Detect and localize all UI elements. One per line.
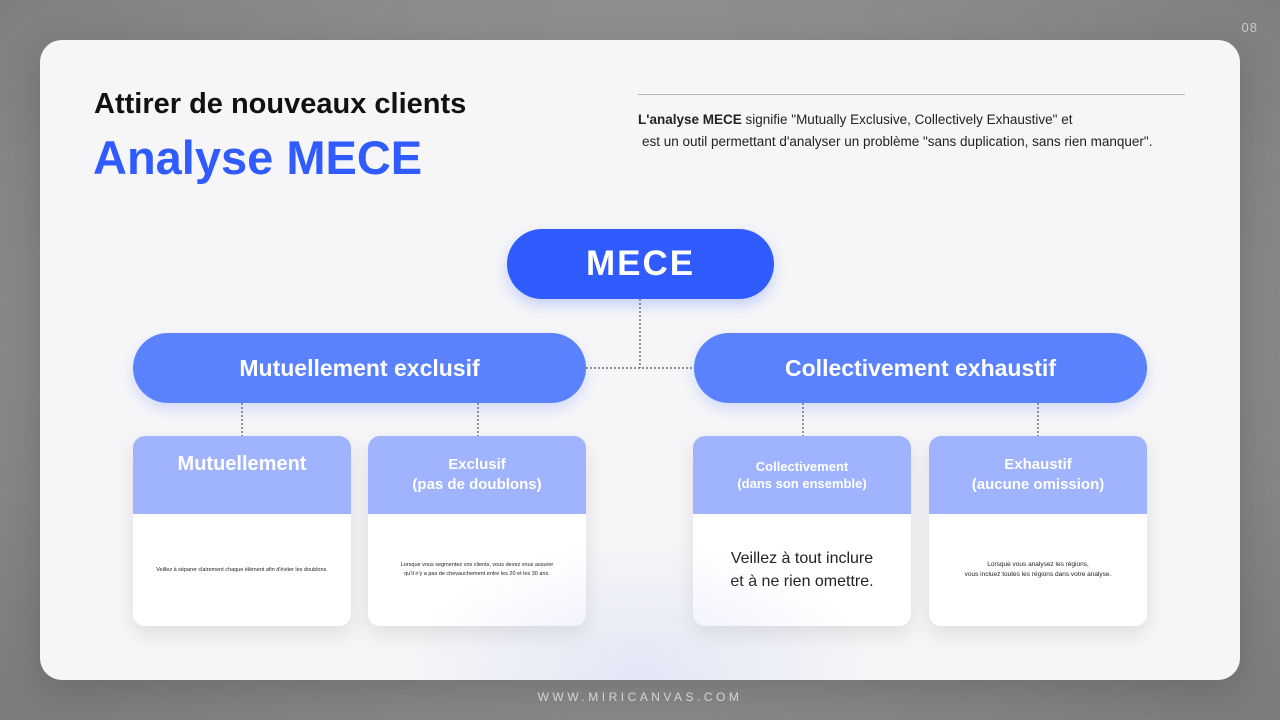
leaf-card-exhaustif: Exhaustif (aucune omission) Lorsque vous… xyxy=(929,436,1147,626)
description-line-2: est un outil permettant d'analyser un pr… xyxy=(642,134,1153,149)
branch-mutually-exclusive: Mutuellement exclusif xyxy=(133,333,586,403)
slide-card: Attirer de nouveaux clients Analyse MECE… xyxy=(40,40,1240,680)
description-line-1: L'analyse MECE signifie "Mutually Exclus… xyxy=(638,109,1198,131)
branch-collectively-exhaustive: Collectivement exhaustif xyxy=(694,333,1147,403)
description-line-1-rest: signifie "Mutually Exclusive, Collective… xyxy=(741,112,1073,127)
leaf-subtitle: (pas de doublons) xyxy=(412,476,542,493)
slide-title: Analyse MECE xyxy=(93,131,423,184)
footer-website: WWW.MIRICANVAS.COM xyxy=(537,690,743,704)
leaf-header: Exclusif (pas de doublons) xyxy=(368,436,586,514)
leaf-body: Veillez à tout inclure et à ne rien omet… xyxy=(693,514,911,626)
leaf-header: Mutuellement xyxy=(133,436,351,514)
leaf-body-line: vous incluez toutes les régions dans vot… xyxy=(964,571,1112,578)
mece-root-node: MECE xyxy=(507,229,774,299)
slide-subtitle: Attirer de nouveaux clients xyxy=(94,88,467,120)
leaf-body: Lorsque vous segmentez vos clients, vous… xyxy=(368,514,586,626)
leaf-body: Veillez à séparer clairement chaque élém… xyxy=(133,514,351,626)
page-number: 08 xyxy=(1241,20,1258,35)
description-divider xyxy=(638,94,1185,95)
leaf-title: Mutuellement xyxy=(177,453,307,475)
leaf-card-exclusif: Exclusif (pas de doublons) Lorsque vous … xyxy=(368,436,586,626)
leaf-header: Collectivement (dans son ensemble) xyxy=(693,436,911,514)
leaf-body-line: Lorsque vous segmentez vos clients, vous… xyxy=(400,562,554,568)
leaf-title: Collectivement xyxy=(755,459,849,474)
description-bold: L'analyse MECE xyxy=(638,112,742,127)
leaf-subtitle: (dans son ensemble) xyxy=(737,476,867,491)
leaf-header: Exhaustif (aucune omission) xyxy=(929,436,1147,514)
leaf-subtitle: (aucune omission) xyxy=(971,476,1105,493)
leaf-body: Lorsque vous analysez les régions, vous … xyxy=(929,514,1147,626)
leaf-card-collectivement: Collectivement (dans son ensemble) Veill… xyxy=(693,436,911,626)
leaf-body-line: Veillez à séparer clairement chaque élém… xyxy=(156,566,328,573)
leaf-body-line: Veillez à tout inclure xyxy=(730,550,874,567)
leaf-title: Exhaustif xyxy=(1004,456,1072,473)
leaf-card-mutuellement: Mutuellement Veillez à séparer clairemen… xyxy=(133,436,351,626)
leaf-title: Exclusif xyxy=(448,456,506,473)
leaf-body-line: Lorsque vous analysez les régions, xyxy=(987,561,1089,568)
leaf-body-line: qu'il n'y a pas de chevauchement entre l… xyxy=(404,571,550,577)
description-text: L'analyse MECE signifie "Mutually Exclus… xyxy=(638,109,1198,153)
leaf-body-line: et à ne rien omettre. xyxy=(730,573,874,590)
